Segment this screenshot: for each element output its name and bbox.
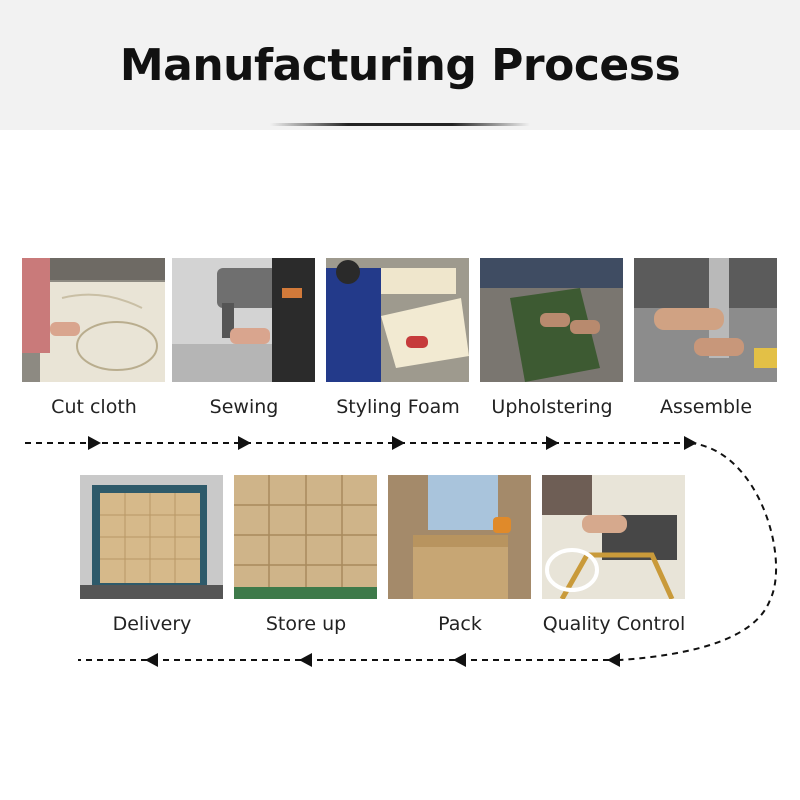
arrow-head-left-3: [299, 653, 312, 667]
packing-photo: [388, 475, 531, 599]
curved-flow-line: [619, 442, 778, 661]
step-label-cut-cloth: Cut cloth: [51, 396, 137, 418]
step-label-assemble: Assemble: [659, 396, 753, 418]
quality-control-photo: [542, 475, 685, 599]
arrow-head-right-1: [88, 436, 101, 450]
upholstering-photo: [480, 258, 623, 382]
arrow-head-left-2: [453, 653, 466, 667]
arrow-head-right-2: [238, 436, 251, 450]
arrow-head-left-4: [145, 653, 158, 667]
delivery-truck-photo: [80, 475, 223, 599]
storage-boxes-photo: [234, 475, 377, 599]
cutting-cloth-photo: [22, 258, 165, 382]
step-label-upholstering: Upholstering: [491, 396, 613, 418]
title-underline: [270, 123, 530, 126]
header-banner: [0, 0, 800, 130]
step-label-styling-foam: Styling Foam: [336, 396, 460, 418]
step-label-sewing: Sewing: [209, 396, 279, 418]
step-label-store-up: Store up: [265, 613, 347, 635]
arrow-head-right-4: [546, 436, 559, 450]
arrow-head-right-3: [392, 436, 405, 450]
step-label-quality-control: Quality Control: [542, 613, 686, 635]
assembly-photo: [634, 258, 777, 382]
arrow-head-left-1: [607, 653, 620, 667]
step-label-delivery: Delivery: [112, 613, 192, 635]
sewing-machine-photo: [172, 258, 315, 382]
arrow-head-right-5: [684, 436, 697, 450]
foam-styling-photo: [326, 258, 469, 382]
step-label-pack: Pack: [438, 613, 482, 635]
page-title: Manufacturing Process: [119, 40, 681, 91]
